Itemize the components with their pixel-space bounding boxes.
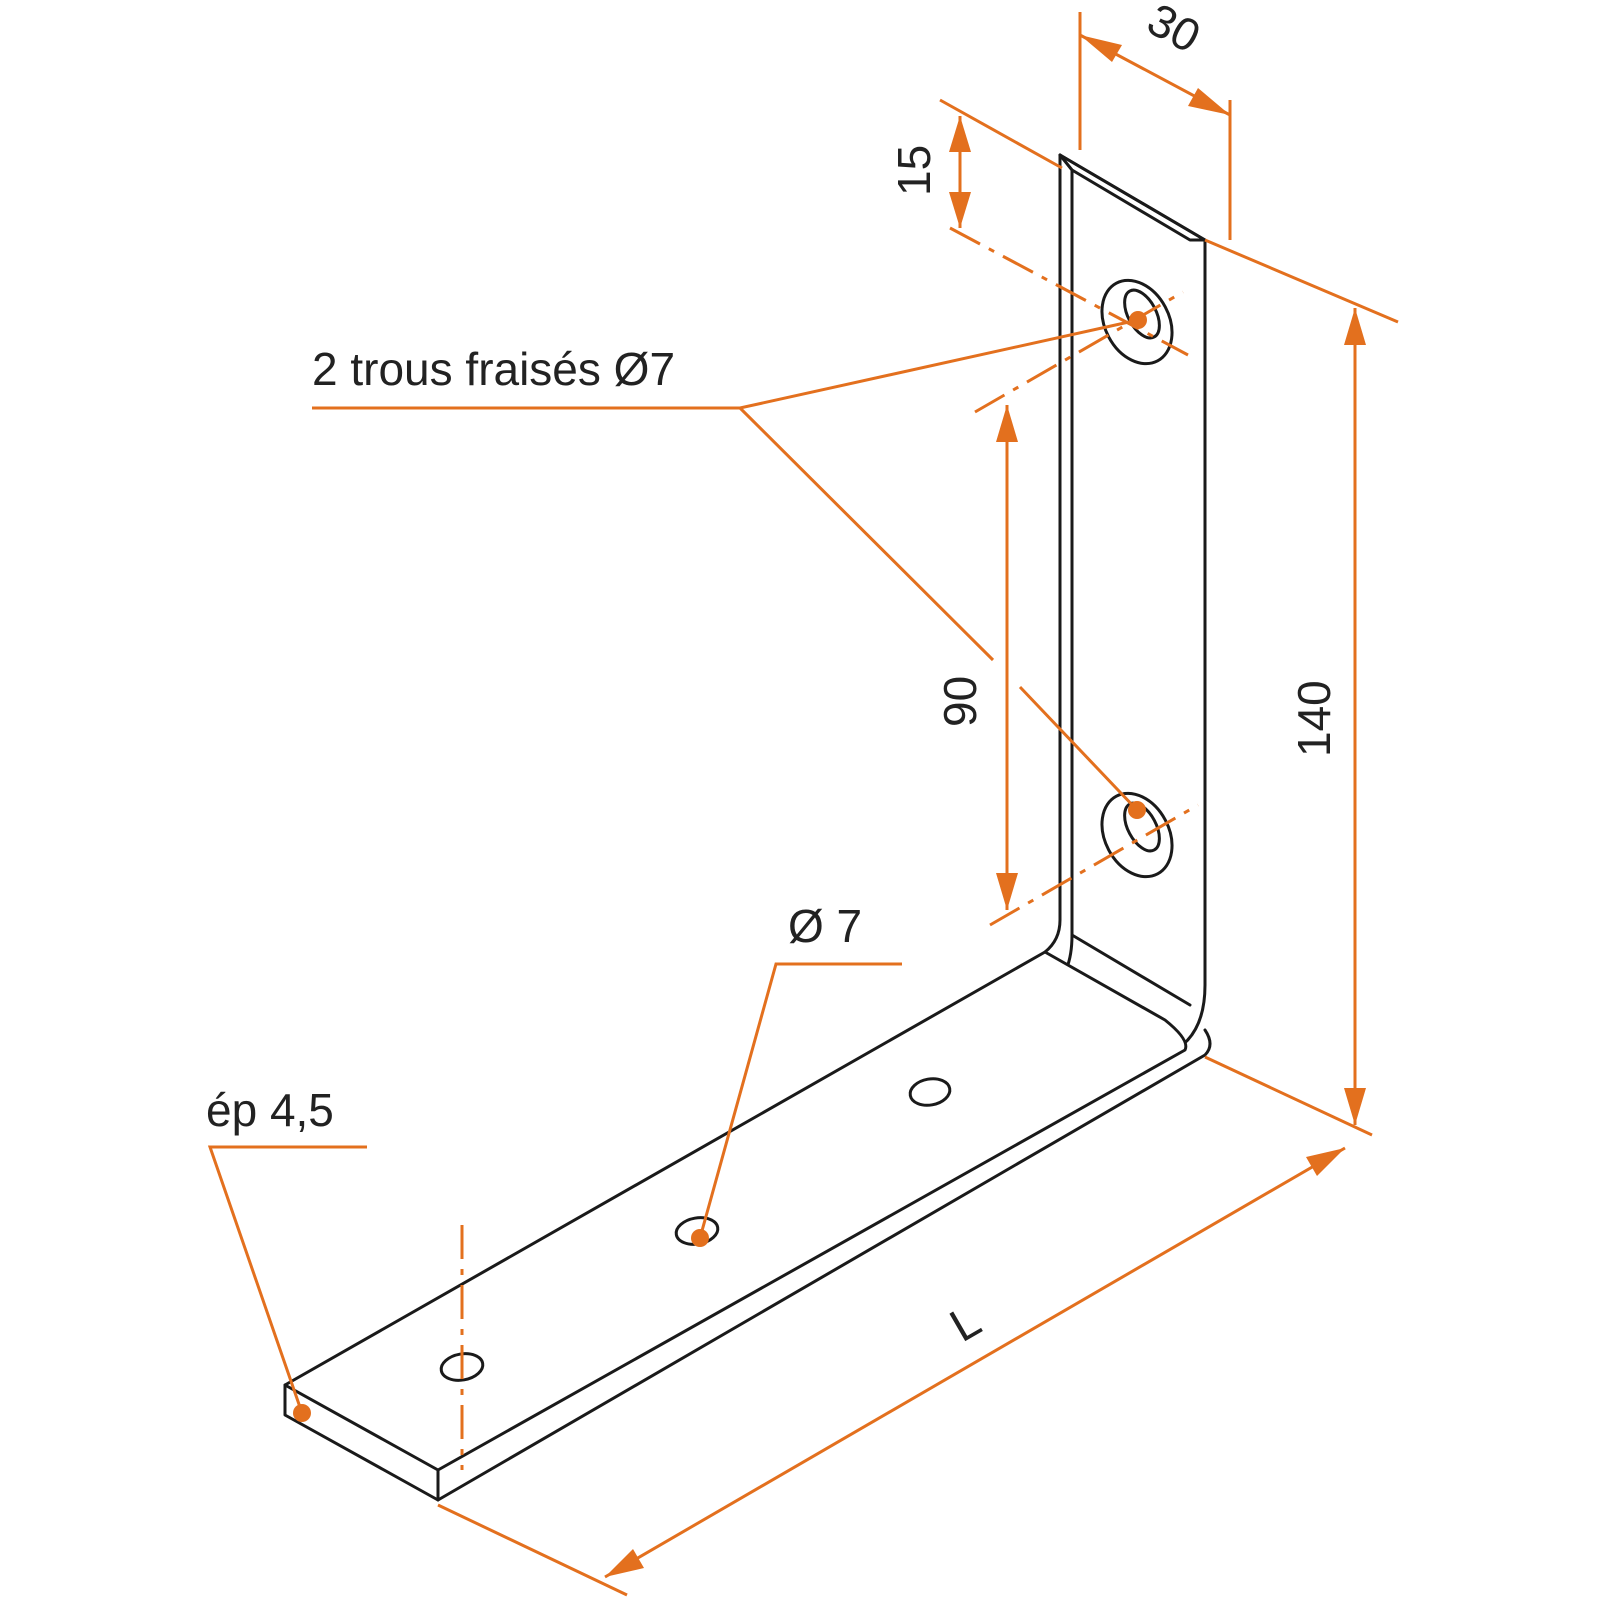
spacing-arrow-bottom — [996, 873, 1018, 910]
holes-note-dot-top — [1129, 311, 1147, 329]
length-arrow-left — [605, 1549, 644, 1577]
leader-lines — [207, 311, 1147, 1422]
vertical-flange-top-edge — [1058, 153, 1207, 242]
top-hole-centerline — [949, 226, 1189, 357]
holes-note-leader-lower-b — [1018, 685, 1139, 812]
thickness-leader — [207, 1145, 367, 1414]
height-label: 140 — [1288, 680, 1340, 757]
holes-note-dot-bottom — [1128, 801, 1146, 819]
top-offset-label: 15 — [888, 145, 940, 196]
width-arrow-left — [1080, 35, 1122, 62]
base-hole-leader — [698, 962, 902, 1239]
height-extension-bottom — [1204, 1055, 1373, 1137]
base-hole-leader-dot — [691, 1229, 709, 1247]
dimension-lines — [437, 12, 1399, 1597]
countersunk-hole-bottom — [1100, 791, 1174, 879]
thickness-label: ép 4,5 — [206, 1084, 334, 1136]
top-offset-arrow-bottom — [949, 192, 971, 228]
height-extension-top — [1204, 238, 1399, 324]
holes-note-label: 2 trous fraisés Ø7 — [312, 343, 675, 395]
width-label: 30 — [1139, 0, 1209, 63]
width-arrow-right — [1188, 88, 1230, 115]
vertical-flange-edge — [1043, 153, 1074, 954]
horizontal-flange-end-face — [283, 1383, 440, 1502]
length-arrow-right — [1306, 1148, 1345, 1176]
holes-note-leader-lower-a — [738, 406, 995, 662]
spacing-arrow-top — [996, 405, 1018, 442]
angle-bracket-part — [283, 153, 1212, 1502]
top-hole-crossline — [974, 290, 1184, 414]
base-hole-label: Ø 7 — [788, 900, 862, 952]
top-offset-arrow-top — [949, 116, 971, 152]
length-dimension-line — [604, 1146, 1346, 1579]
bend-line — [1070, 933, 1192, 1007]
height-arrow-bottom — [1344, 1088, 1366, 1125]
base-hole-right — [908, 1077, 952, 1107]
horizontal-flange-front-edge — [436, 1028, 1212, 1502]
thickness-leader-dot — [293, 1404, 311, 1422]
length-label: L — [941, 1294, 989, 1352]
horizontal-flange — [283, 950, 1188, 1472]
height-arrow-top — [1344, 308, 1366, 345]
bottom-hole-centerline — [989, 803, 1199, 927]
length-extension-left — [437, 1503, 628, 1597]
spacing-label: 90 — [934, 676, 986, 727]
top-offset-extension-top — [939, 98, 1063, 170]
